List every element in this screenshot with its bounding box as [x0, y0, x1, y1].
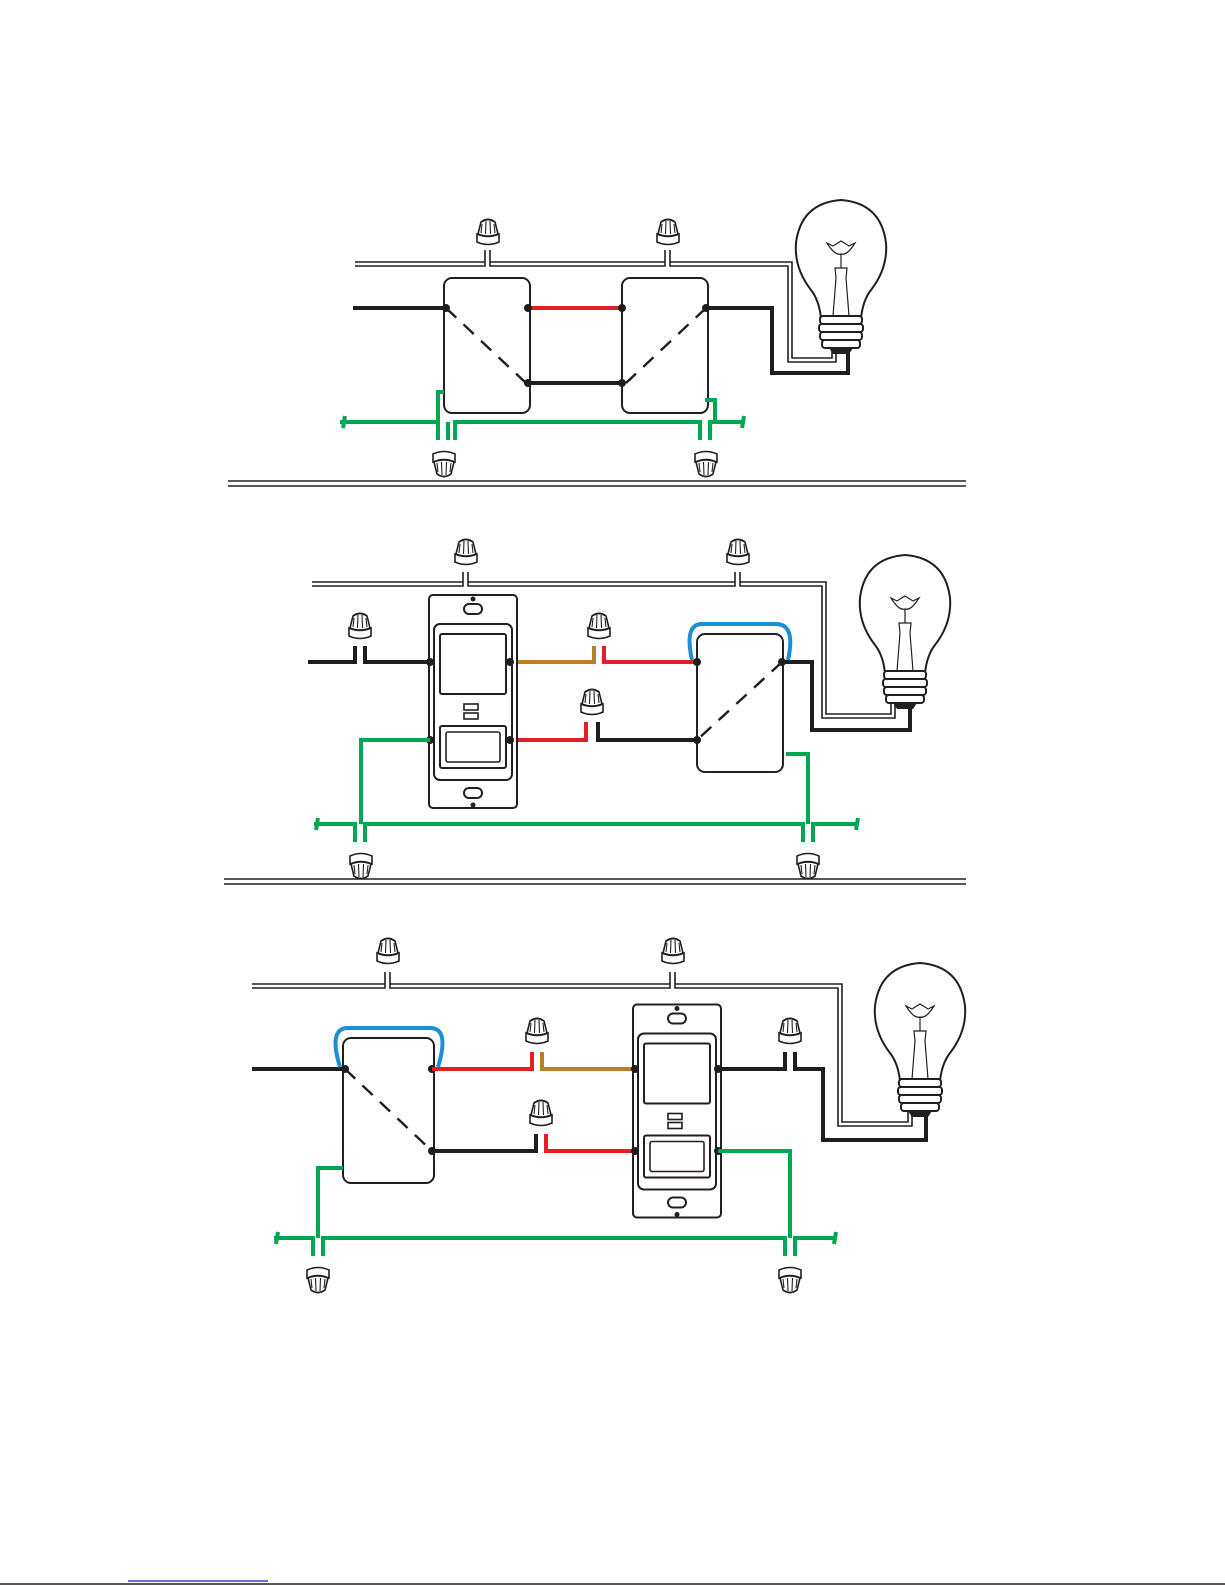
wire-nut-icon [695, 452, 717, 477]
traveler-black-wire [598, 722, 697, 740]
light-bulb-icon [796, 200, 886, 354]
wire-nut-icon [662, 939, 684, 964]
traveler-red-wire [510, 722, 586, 740]
occupancy-sensor-switch-icon [429, 595, 517, 808]
wire-nut-icon [581, 690, 603, 715]
ground-wire [274, 1232, 836, 1256]
light-bulb-icon [875, 963, 965, 1117]
wire-nut-icon [455, 540, 477, 565]
wire-nut-icon [477, 220, 499, 245]
neutral-wire [312, 572, 895, 718]
three-way-switch-icon [697, 634, 783, 772]
wire-nut-icon [530, 1101, 552, 1126]
wire-nut-icon [350, 854, 372, 879]
wire-nut-icon [657, 220, 679, 245]
diagram-sensor-line-side [308, 540, 950, 879]
diagram-sensor-load-side [252, 939, 965, 1293]
wire-nut-icon [779, 1268, 801, 1293]
divider [224, 879, 966, 884]
wire-nut-icon [797, 854, 819, 879]
traveler-brown-wire [542, 1052, 635, 1069]
occupancy-sensor-switch-icon [633, 1005, 721, 1218]
traveler-black-wire [432, 1134, 536, 1151]
wire-nut-icon [727, 540, 749, 565]
diagram-standard-three-way [340, 200, 886, 477]
wire-nut-icon [307, 1268, 329, 1293]
wire-nut-icon [526, 1019, 548, 1044]
light-bulb-icon [860, 555, 950, 709]
wire-nut-icon [779, 1019, 801, 1044]
divider [228, 481, 966, 486]
traveler-red-wire [432, 1052, 532, 1069]
wire-nut-icon [349, 614, 371, 639]
wire-nut-icon [588, 614, 610, 639]
wire-nut-icon [377, 939, 399, 964]
traveler-red-wire [546, 1134, 635, 1151]
ground-wire [314, 818, 858, 842]
wire-nut-icon [433, 452, 455, 477]
traveler-brown-wire [510, 646, 594, 662]
line-hot-wire [308, 646, 430, 662]
traveler-red-wire [604, 646, 697, 662]
